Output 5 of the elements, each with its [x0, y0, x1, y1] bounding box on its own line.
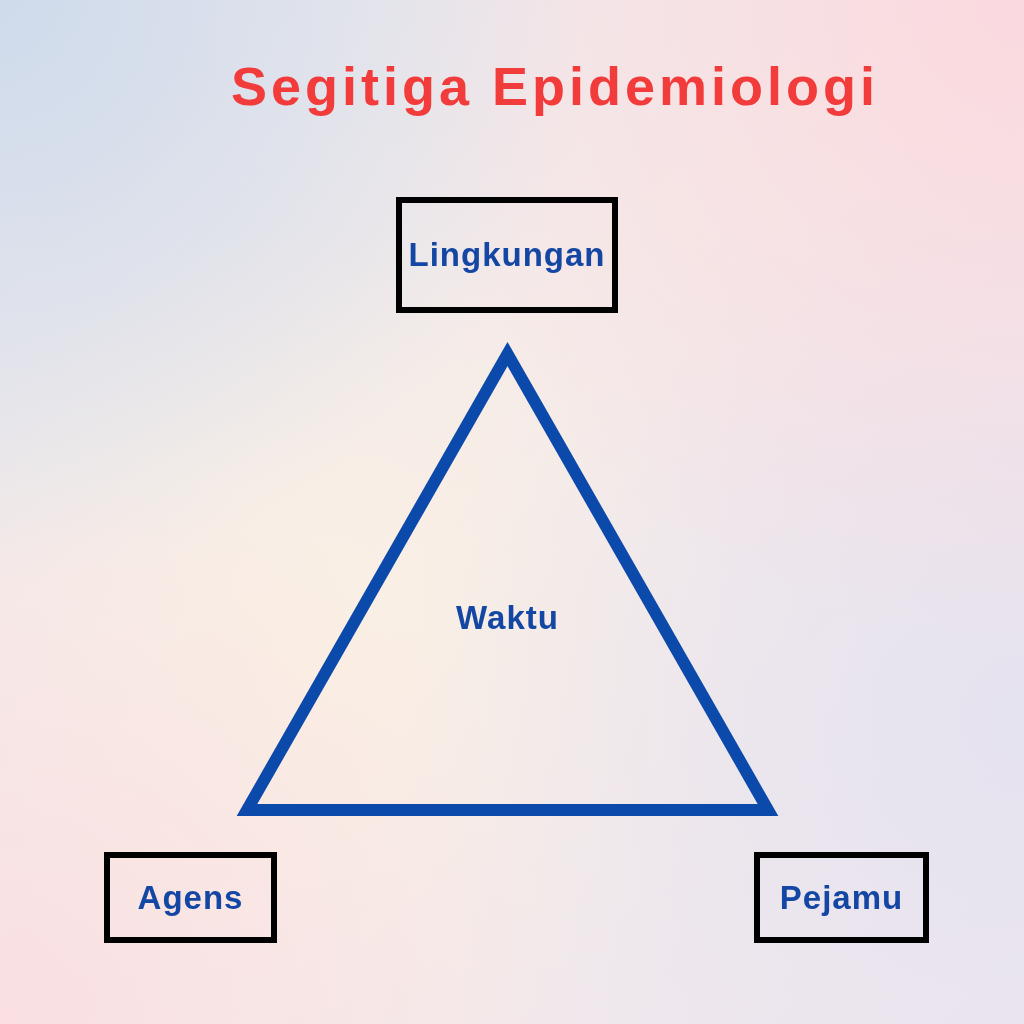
label-box: Agens: [104, 852, 277, 943]
diagram-title: Segitiga Epidemiologi: [230, 55, 879, 118]
label-box: Lingkungan: [396, 197, 618, 313]
label-box: Pejamu: [754, 852, 929, 943]
node-label: Waktu: [456, 599, 559, 637]
